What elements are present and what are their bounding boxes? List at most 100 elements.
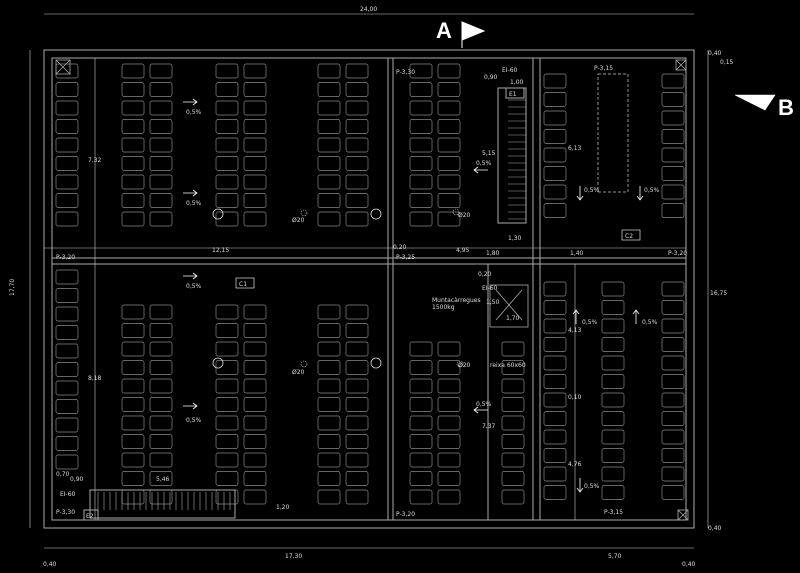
- parking-space: [543, 300, 567, 315]
- dim-lift-b: 1,70: [506, 315, 520, 322]
- slope-5: 0,5%: [476, 160, 492, 167]
- parking-space: [121, 471, 145, 486]
- parking-space: [121, 156, 145, 171]
- lift-label: Muntacàrregues: [432, 297, 481, 304]
- parking-space: [437, 82, 461, 97]
- parking-space: [243, 100, 267, 116]
- section-b-label: B: [778, 95, 794, 120]
- parking-space: [55, 380, 79, 396]
- parking-space: [345, 434, 369, 449]
- parking-space: [215, 156, 239, 171]
- fire-rating-3: EI-60: [60, 491, 76, 498]
- parking-space: [215, 174, 239, 190]
- slope-6: 0,5%: [476, 401, 492, 408]
- slope-10: 0,5%: [642, 319, 658, 326]
- parking-space: [317, 211, 341, 227]
- parking-space: [543, 92, 567, 107]
- parking-space: [409, 415, 433, 431]
- parking-space: [345, 156, 369, 171]
- dim-top-right-a: 0,40: [708, 50, 722, 57]
- parking-space: [317, 100, 341, 116]
- parking-space: [543, 110, 567, 126]
- parking-space: [437, 156, 461, 171]
- parking-space: [661, 374, 685, 389]
- parking-space: [437, 397, 461, 412]
- parking-space: [543, 318, 567, 334]
- parking-space: [55, 417, 79, 433]
- parking-space: [345, 415, 369, 431]
- drain-4: Ø20: [458, 362, 471, 369]
- parking-space: [345, 63, 369, 79]
- drains: Ø20 Ø20 Ø20 Ø20: [292, 208, 471, 376]
- parking-space: [409, 434, 433, 449]
- parking-space: [55, 193, 79, 208]
- parking-space: [409, 341, 433, 357]
- parking-space: [243, 82, 267, 97]
- dimension-texts: 24,00 17,70 16,75 17,30 5,70 0,40 0,40 0…: [9, 6, 734, 568]
- interior-walls: [51, 57, 687, 521]
- parking-space: [317, 82, 341, 97]
- parking-space: [661, 281, 685, 297]
- grate-label: reixa 60x60: [490, 362, 526, 369]
- level-top-right: P-3,15: [594, 65, 613, 72]
- parking-space: [121, 360, 145, 375]
- dim-top-total: 24,00: [360, 6, 377, 13]
- parking-space: [437, 193, 461, 208]
- parking-space: [317, 397, 341, 412]
- dim-e2-d: 1,20: [276, 504, 290, 511]
- parking-space: [409, 193, 433, 208]
- parking-space: [661, 166, 685, 181]
- dim-top-right-b: 0,15: [720, 59, 734, 66]
- parking-space: [149, 323, 173, 338]
- parking-space: [543, 129, 567, 144]
- slope-9: 0,5%: [582, 319, 598, 326]
- parking-space: [601, 392, 625, 408]
- parking-space: [345, 211, 369, 227]
- parking-space: [661, 318, 685, 334]
- parking-space: [345, 193, 369, 208]
- parking-space: [121, 434, 145, 449]
- parking-space: [121, 397, 145, 412]
- parking-space: [543, 355, 567, 371]
- parking-space: [345, 397, 369, 412]
- parking-space: [661, 448, 685, 463]
- parking-space: [501, 397, 525, 412]
- dim-mid-height: 7,37: [482, 423, 496, 430]
- parking-space: [55, 174, 79, 190]
- dim-right-height: 4,13: [568, 327, 582, 334]
- parking-space: [149, 100, 173, 116]
- parking-space: [409, 360, 433, 375]
- parking-space: [317, 193, 341, 208]
- parking-space: [243, 304, 267, 320]
- dim-bottom-left: 17,30: [285, 553, 302, 560]
- parking-space: [149, 452, 173, 468]
- parking-space: [601, 429, 625, 445]
- parking-space: [661, 147, 685, 163]
- dim-mid-center: 4,95: [456, 247, 470, 254]
- parking-space: [409, 452, 433, 468]
- parking-space: [437, 341, 461, 357]
- parking-space: [661, 411, 685, 426]
- parking-space: [149, 415, 173, 431]
- parking-space: [437, 489, 461, 505]
- dim-stair-c: 5,15: [482, 150, 496, 157]
- parking-space: [317, 63, 341, 79]
- parking-space: [149, 137, 173, 153]
- parking-space: [55, 119, 79, 134]
- column-markers: [212, 208, 382, 369]
- dim-e2-c: 5,46: [156, 476, 170, 483]
- level-mid-left: P-3,20: [56, 254, 75, 261]
- parking-space: [601, 411, 625, 426]
- parking-space: [243, 452, 267, 468]
- parking-space: [437, 137, 461, 153]
- parking-space: [437, 471, 461, 486]
- stair-e2-label: E2: [86, 513, 94, 520]
- parking-space: [55, 306, 79, 322]
- parking-space: [149, 341, 173, 357]
- parking-space: [149, 174, 173, 190]
- parking-space: [215, 452, 239, 468]
- parking-space: [243, 119, 267, 134]
- dim-e2-b: 0,90: [70, 476, 84, 483]
- parking-space: [215, 63, 239, 79]
- parking-space: [317, 156, 341, 171]
